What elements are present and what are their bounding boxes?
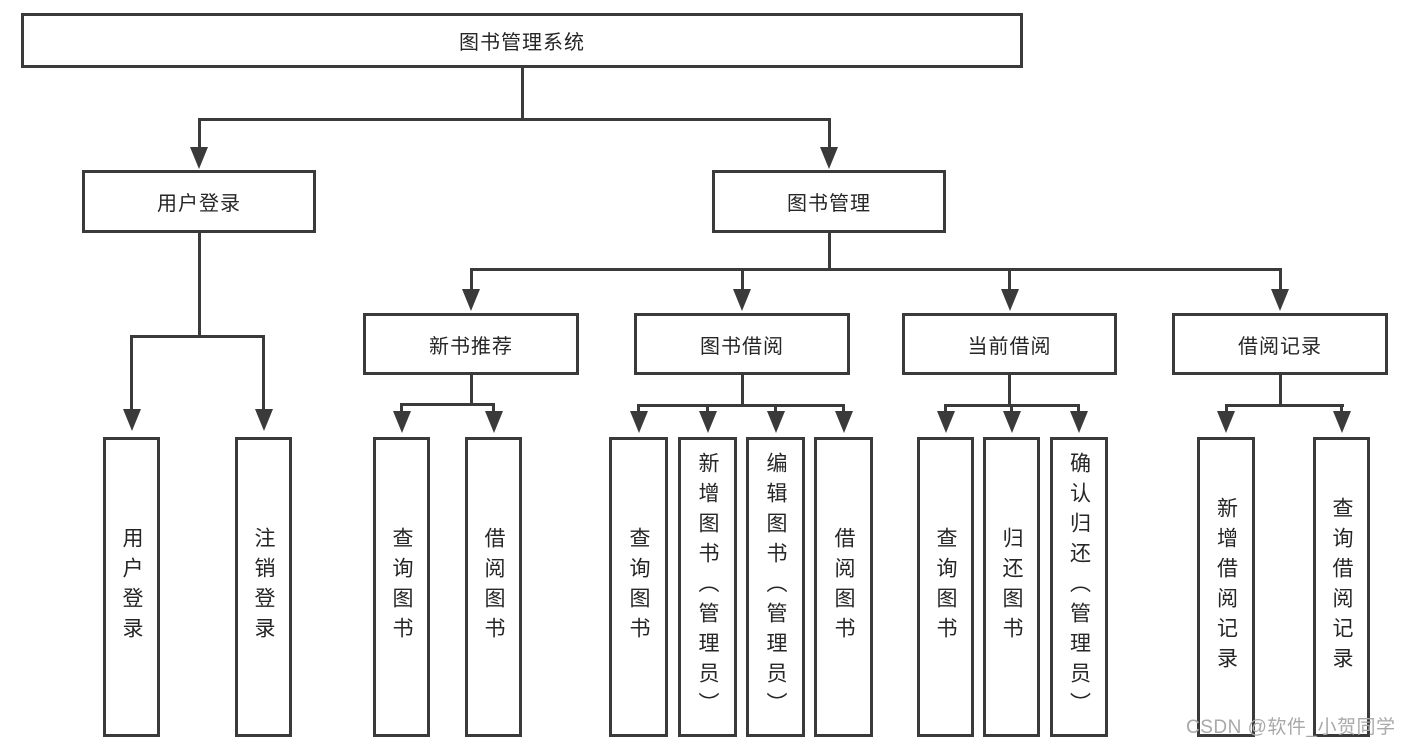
leaf-record-query: 查询借阅记录 bbox=[1313, 437, 1370, 737]
node-borrow-record-label: 借阅记录 bbox=[1238, 335, 1322, 358]
connector-line bbox=[1278, 268, 1282, 291]
arrow-down-icon bbox=[936, 411, 955, 433]
connector-line bbox=[1224, 404, 1344, 407]
connector-line bbox=[1008, 268, 1011, 291]
connector-line bbox=[1077, 404, 1080, 413]
connector-line bbox=[400, 403, 403, 413]
node-current-borrow-label: 当前借阅 bbox=[967, 335, 1052, 358]
arrow-down-icon bbox=[1271, 289, 1289, 311]
leaf-borrow-edit-book-label: 编辑图书（管理员） bbox=[764, 452, 787, 722]
connector-line bbox=[262, 335, 265, 411]
arrow-down-icon bbox=[122, 409, 141, 431]
node-book-management: 图书管理 bbox=[712, 170, 946, 233]
connector-line bbox=[469, 268, 1282, 271]
leaf-record-add: 新增借阅记录 bbox=[1197, 437, 1255, 737]
leaf-current-return-label: 归还图书 bbox=[1000, 527, 1023, 647]
leaf-user-login: 用户登录 bbox=[103, 437, 160, 737]
arrow-down-icon bbox=[820, 147, 838, 169]
arrow-down-icon bbox=[1332, 411, 1351, 433]
connector-line bbox=[197, 118, 201, 149]
connector-line bbox=[827, 118, 831, 149]
connector-line bbox=[1224, 404, 1228, 413]
connector-line bbox=[740, 268, 744, 291]
leaf-current-query-label: 查询图书 bbox=[934, 527, 957, 647]
leaf-user-login-label: 用户登录 bbox=[120, 527, 143, 647]
node-user-login-label: 用户登录 bbox=[157, 193, 241, 215]
node-root-label: 图书管理系统 bbox=[459, 32, 585, 54]
connector-line bbox=[637, 404, 845, 407]
leaf-newbook-borrow-label: 借阅图书 bbox=[482, 527, 505, 647]
arrow-down-icon bbox=[392, 411, 411, 433]
connector-line bbox=[944, 404, 947, 413]
connector-line bbox=[130, 335, 265, 338]
leaf-current-return: 归还图书 bbox=[983, 437, 1040, 737]
node-borrow-record: 借阅记录 bbox=[1172, 313, 1388, 375]
arrow-down-icon bbox=[190, 147, 208, 169]
leaf-borrow-borrow-book-label: 借阅图书 bbox=[832, 527, 855, 647]
leaf-borrow-add-book: 新增图书（管理员） bbox=[678, 437, 737, 737]
connector-line bbox=[740, 375, 744, 404]
connector-line bbox=[400, 403, 495, 406]
leaf-borrow-query-label: 查询图书 bbox=[627, 527, 650, 647]
node-book-borrow: 图书借阅 bbox=[634, 313, 850, 375]
connector-line bbox=[197, 233, 201, 335]
connector-line bbox=[774, 404, 777, 413]
leaf-logout: 注销登录 bbox=[235, 437, 292, 737]
arrow-down-icon bbox=[1217, 411, 1235, 433]
arrow-down-icon bbox=[1000, 289, 1019, 311]
node-current-borrow: 当前借阅 bbox=[902, 313, 1117, 375]
leaf-newbook-borrow: 借阅图书 bbox=[465, 437, 522, 737]
connector-line bbox=[1010, 404, 1013, 413]
connector-line bbox=[197, 118, 831, 121]
leaf-current-confirm-return: 确认归还（管理员） bbox=[1050, 437, 1108, 737]
connector-line bbox=[469, 375, 473, 403]
arrow-down-icon bbox=[484, 411, 503, 433]
leaf-current-confirm-return-label: 确认归还（管理员） bbox=[1067, 452, 1091, 722]
leaf-record-add-label: 新增借阅记录 bbox=[1214, 497, 1238, 677]
leaf-borrow-add-book-label: 新增图书（管理员） bbox=[696, 452, 719, 722]
leaf-current-query: 查询图书 bbox=[917, 437, 974, 737]
arrow-down-icon bbox=[834, 411, 853, 433]
connector-line bbox=[130, 335, 133, 411]
connector-line bbox=[842, 404, 845, 413]
connector-line bbox=[1340, 404, 1343, 413]
leaf-borrow-edit-book: 编辑图书（管理员） bbox=[746, 437, 805, 737]
node-user-login: 用户登录 bbox=[82, 170, 316, 233]
arrow-down-icon bbox=[698, 411, 717, 433]
connector-line bbox=[637, 404, 640, 413]
node-new-book-recommend-label: 新书推荐 bbox=[429, 335, 513, 358]
arrow-down-icon bbox=[766, 411, 785, 433]
node-book-management-label: 图书管理 bbox=[787, 193, 871, 215]
node-root-system: 图书管理系统 bbox=[21, 13, 1023, 68]
arrow-down-icon bbox=[733, 289, 751, 311]
connector-line bbox=[492, 403, 495, 413]
csdn-watermark: CSDN @软件_小贺同学 bbox=[1186, 717, 1396, 738]
connector-line bbox=[1008, 375, 1011, 404]
arrow-down-icon bbox=[1069, 411, 1088, 433]
leaf-record-query-label: 查询借阅记录 bbox=[1330, 497, 1353, 677]
leaf-newbook-query: 查询图书 bbox=[373, 437, 430, 737]
leaf-newbook-query-label: 查询图书 bbox=[390, 527, 413, 647]
connector-line bbox=[827, 233, 831, 268]
node-book-borrow-label: 图书借阅 bbox=[700, 335, 784, 358]
connector-line bbox=[706, 404, 709, 413]
arrow-down-icon bbox=[462, 289, 480, 311]
leaf-borrow-borrow-book: 借阅图书 bbox=[814, 437, 873, 737]
leaf-borrow-query: 查询图书 bbox=[609, 437, 668, 737]
arrow-down-icon bbox=[629, 411, 648, 433]
connector-line bbox=[520, 68, 524, 118]
connector-line bbox=[1278, 375, 1282, 404]
node-new-book-recommend: 新书推荐 bbox=[363, 313, 579, 375]
connector-line bbox=[469, 268, 473, 291]
arrow-down-icon bbox=[1002, 411, 1021, 433]
leaf-logout-label: 注销登录 bbox=[252, 527, 275, 647]
arrow-down-icon bbox=[254, 409, 273, 431]
